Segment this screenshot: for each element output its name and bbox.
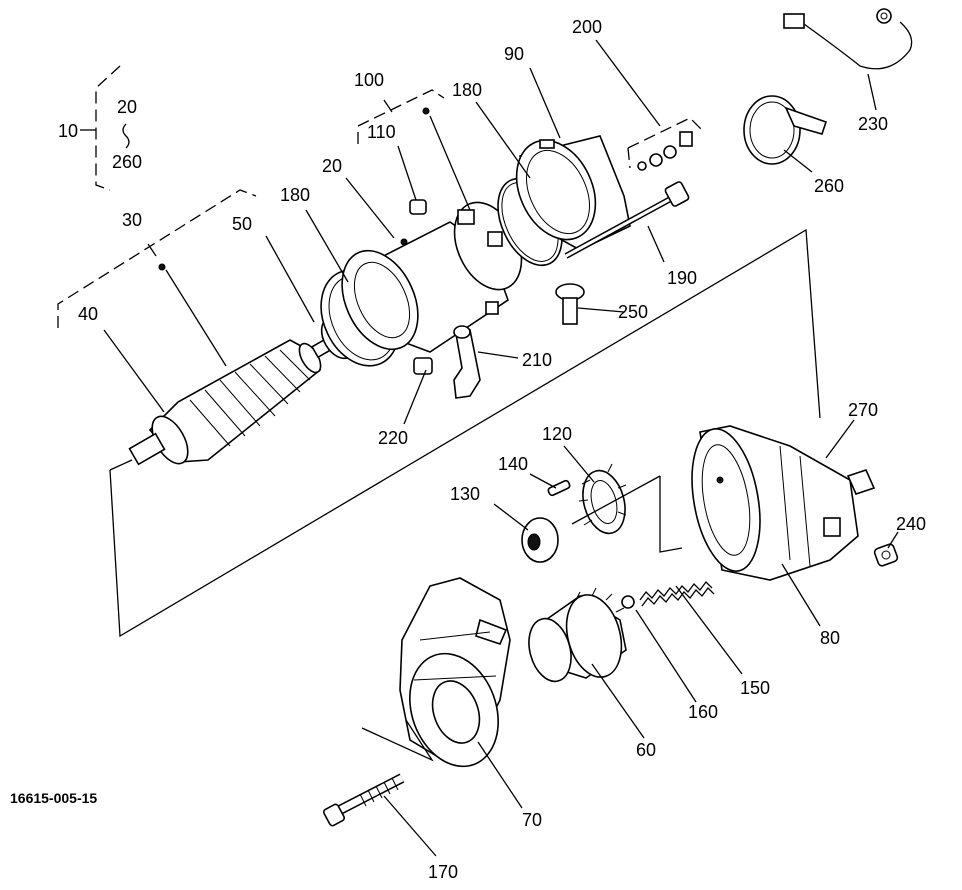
label-90: 90 — [504, 44, 524, 64]
label-220: 220 — [378, 428, 408, 448]
label-30: 30 — [122, 210, 142, 230]
label-170: 170 — [428, 862, 458, 882]
label-50: 50 — [232, 214, 252, 234]
sleeve-130 — [521, 517, 559, 563]
armature — [128, 263, 334, 466]
nut-washer-set — [627, 117, 703, 171]
label-200: 200 — [572, 17, 602, 37]
label-140: 140 — [498, 454, 528, 474]
wire-harness — [783, 8, 913, 70]
drawing-code: 16615-005-15 — [10, 790, 97, 806]
group-bracket-10 — [80, 65, 130, 191]
label-110: 110 — [367, 122, 396, 142]
label-80: 80 — [820, 628, 840, 648]
label-160: 160 — [688, 702, 718, 722]
group-bracket-30 — [57, 189, 257, 328]
bolt-170 — [322, 773, 405, 827]
label-20-group: 20 — [117, 97, 137, 117]
label-210: 210 — [522, 350, 552, 370]
gear-120 — [578, 463, 627, 535]
through-bolt — [564, 181, 690, 259]
label-260: 260 — [814, 176, 844, 196]
nut-220 — [413, 357, 433, 375]
lever-210 — [453, 325, 481, 399]
label-40: 40 — [78, 304, 98, 324]
assembly-outline — [109, 228, 821, 762]
group-bracket-100 — [357, 89, 445, 144]
label-190: 190 — [667, 268, 697, 288]
clutch-60 — [528, 587, 627, 683]
screw-250 — [555, 283, 585, 325]
label-270: 270 — [848, 400, 878, 420]
label-180-left: 180 — [280, 185, 310, 205]
label-240: 240 — [896, 514, 926, 534]
rear-cover — [515, 135, 631, 251]
leader-lines — [103, 39, 899, 857]
label-130: 130 — [450, 484, 480, 504]
part-labels: 10 20 260 30 40 50 180 20 100 110 180 90… — [10, 17, 926, 882]
band-260 — [743, 95, 828, 165]
label-250: 250 — [618, 302, 648, 322]
front-housing — [399, 577, 511, 768]
label-180-right: 180 — [452, 80, 482, 100]
label-10: 10 — [58, 121, 78, 141]
label-100: 100 — [354, 70, 384, 90]
nut-240 — [873, 543, 899, 567]
label-70: 70 — [522, 810, 542, 830]
pin-140 — [547, 479, 571, 497]
label-150: 150 — [740, 678, 770, 698]
ball-160 — [621, 595, 635, 609]
label-20: 20 — [322, 156, 342, 176]
label-260-group: 260 — [112, 152, 142, 172]
spring-150 — [639, 581, 715, 607]
label-120: 120 — [542, 424, 572, 444]
label-60: 60 — [636, 740, 656, 760]
nut-110 — [409, 199, 427, 215]
magnetic-switch — [691, 425, 876, 581]
label-230: 230 — [858, 114, 888, 134]
